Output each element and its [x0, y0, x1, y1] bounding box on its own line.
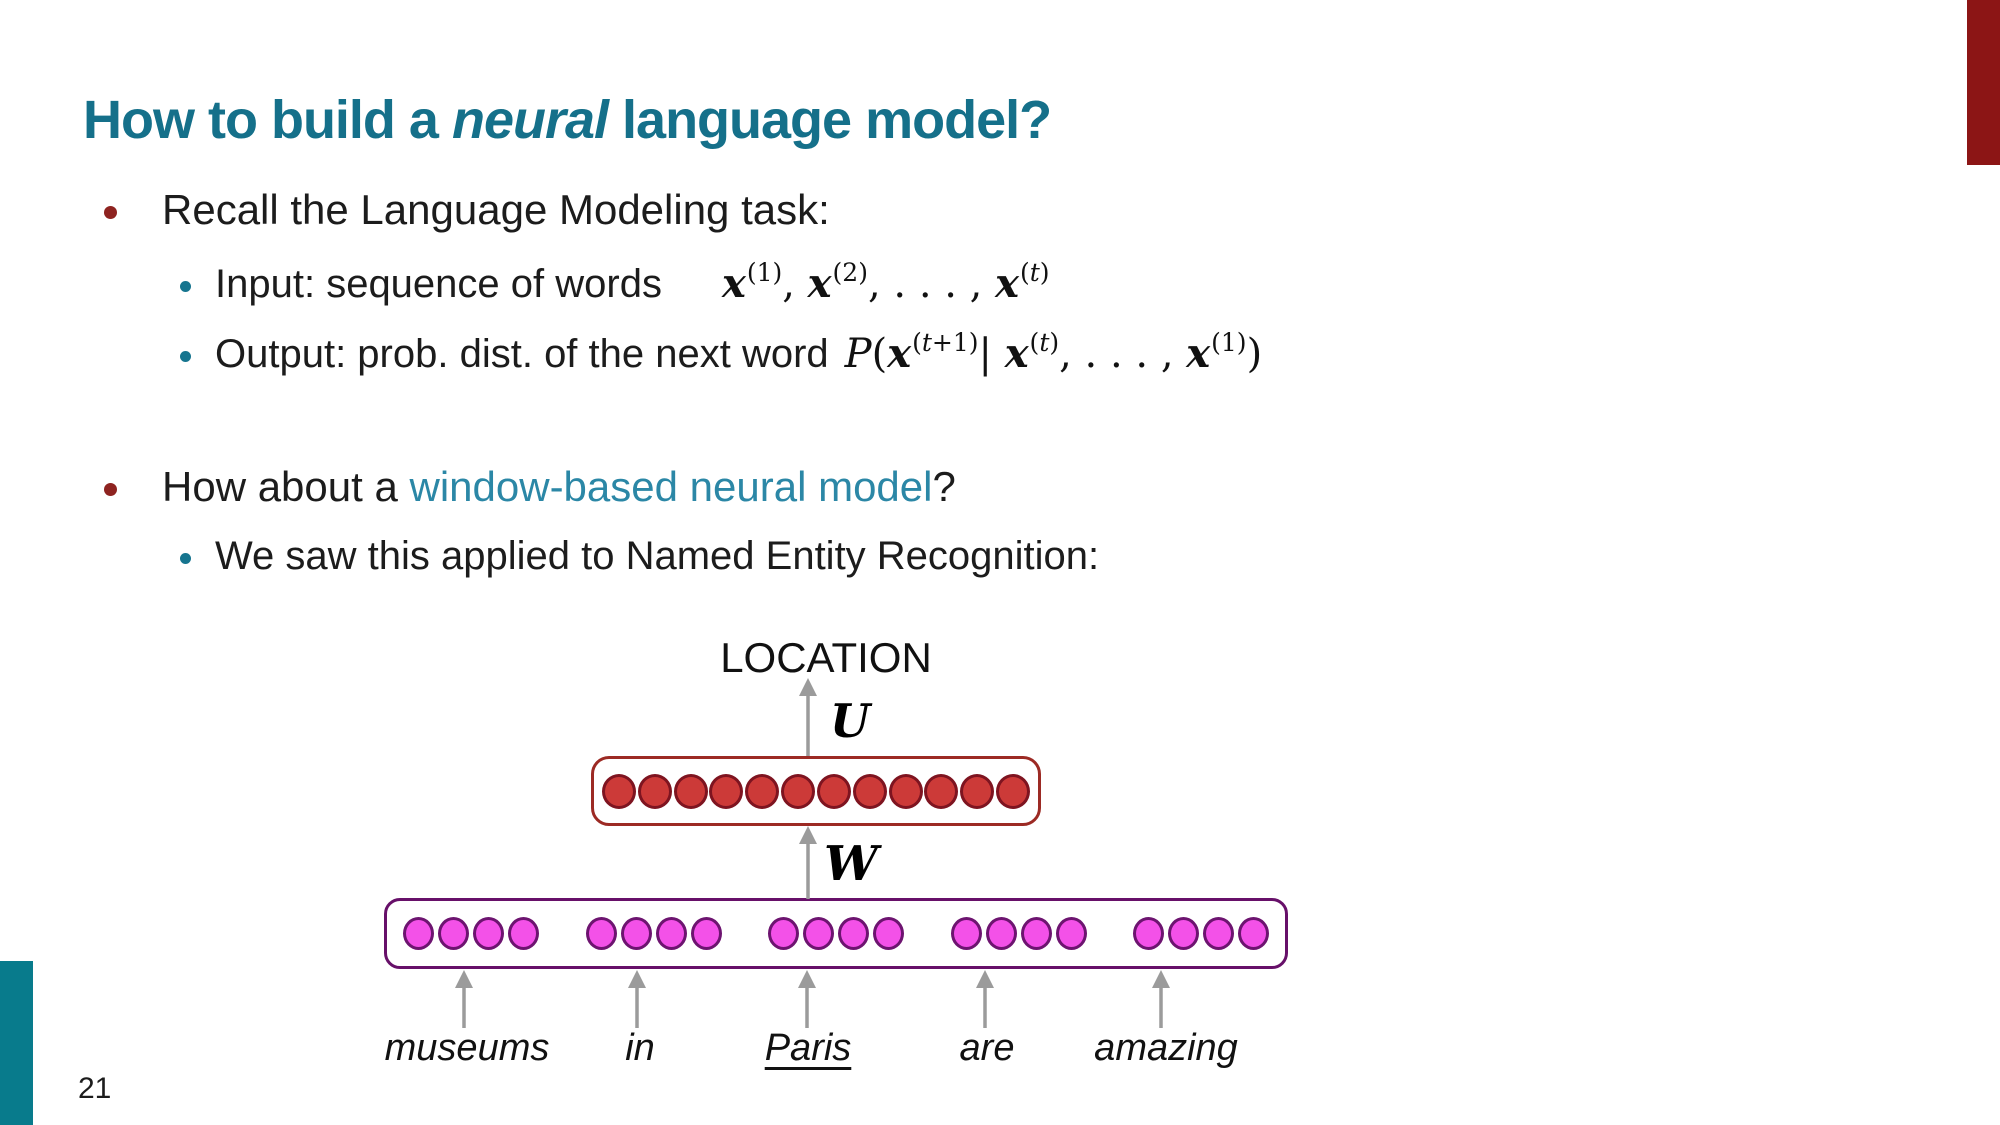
bullet-how-text: How about a window-based neural model? [162, 462, 956, 512]
arrow-word-to-input [798, 970, 816, 1028]
input-unit [1020, 917, 1052, 950]
hidden-unit [781, 773, 816, 809]
bullet-input-label: Input: sequence of words [215, 262, 662, 306]
math-superscript: (2) [832, 258, 868, 287]
math-next-word-probability: P(x(t+1)| x(t), . . . , x(1)) [844, 328, 1263, 377]
bullet-dot [180, 350, 191, 362]
page-number: 21 [78, 1072, 112, 1105]
hidden-unit [888, 773, 923, 809]
bullet-recall-label: Recall the Language Modeling task: [162, 186, 830, 233]
how-highlight: window-based neural model [409, 463, 933, 510]
math-function: P [844, 331, 872, 377]
word-are: are [959, 1027, 1015, 1069]
hidden-layer-box [591, 756, 1041, 826]
bullet-dot [104, 205, 117, 219]
input-unit [873, 917, 904, 950]
input-unit [1238, 917, 1269, 950]
bullet-ner: We saw this applied to Named Entity Reco… [180, 532, 1099, 580]
bullet-dot [180, 280, 191, 292]
math-superscript: (t) [1029, 328, 1060, 357]
arrow-word-to-input [1152, 970, 1170, 1028]
title-suffix: language model? [608, 90, 1052, 151]
weight-matrix-u-label: U [830, 694, 871, 748]
hidden-unit [960, 773, 995, 809]
hidden-unit [852, 773, 887, 809]
input-unit [473, 917, 504, 950]
input-word-group [585, 917, 722, 950]
arrow-word-to-input [976, 970, 994, 1028]
input-word-group [950, 917, 1087, 950]
hidden-unit [673, 773, 708, 809]
input-unit [508, 917, 539, 950]
hidden-unit [709, 773, 744, 809]
math-input-sequence: x(1), x(2), . . . , x(t) [721, 258, 1050, 307]
math-variable: x [1186, 330, 1211, 377]
input-unit [803, 917, 834, 950]
bullet-window-based: How about a window-based neural model? [104, 462, 956, 512]
input-embedding-box [384, 898, 1288, 969]
title-prefix: How to build a [83, 90, 452, 151]
input-word-group [768, 917, 904, 950]
math-superscript: (1) [746, 258, 783, 287]
input-unit [438, 917, 469, 950]
hidden-unit [996, 773, 1031, 809]
input-unit [768, 917, 799, 950]
hidden-unit [745, 773, 780, 809]
accent-bar-top-right [1967, 0, 2000, 165]
bullet-output-label: Output: prob. dist. of the next word [215, 332, 829, 376]
arrow-word-to-input [455, 970, 473, 1028]
how-prefix: How about a [162, 463, 410, 510]
arrow-hidden-to-output [799, 678, 817, 756]
input-unit [1168, 917, 1199, 950]
math-variable: x [995, 260, 1019, 307]
hidden-unit [816, 773, 851, 809]
page-title: How to build a neural language model? [83, 88, 1052, 153]
diagram-output-class-label: LOCATION [720, 634, 932, 681]
input-unit [403, 917, 434, 950]
math-variable: x [1004, 330, 1029, 377]
bullet-input: Input: sequence of words x(1), x(2), . .… [180, 260, 1050, 308]
input-unit [690, 917, 722, 950]
math-superscript: (t) [1019, 258, 1050, 287]
arrow-word-to-input [628, 970, 646, 1028]
how-suffix: ? [932, 463, 956, 510]
hidden-unit [924, 773, 959, 809]
bullet-ner-label: We saw this applied to Named Entity Reco… [215, 534, 1100, 578]
word-in: in [625, 1027, 655, 1069]
accent-bar-bottom-left [0, 961, 33, 1125]
word-amazing: amazing [1094, 1027, 1238, 1069]
math-variable: x [807, 260, 832, 307]
math-variable: x [721, 260, 746, 307]
input-unit [1203, 917, 1234, 950]
bullet-output: Output: prob. dist. of the next word P(x… [180, 330, 1262, 378]
title-emphasis: neural [451, 90, 609, 151]
word-paris: Paris [764, 1027, 852, 1069]
input-unit [950, 917, 982, 950]
word-museums: museums [384, 1027, 550, 1069]
arrow-input-to-hidden [799, 826, 817, 899]
math-superscript: (1) [1211, 328, 1247, 357]
weight-matrix-w-label: W [824, 836, 878, 892]
hidden-unit [601, 773, 636, 809]
input-unit [585, 917, 617, 950]
input-word-group [1133, 917, 1269, 950]
bullet-dot [104, 482, 117, 496]
math-superscript: (t+1) [912, 328, 979, 357]
input-unit [1055, 917, 1087, 950]
bullet-dot [180, 552, 191, 564]
input-unit [985, 917, 1017, 950]
input-unit [838, 917, 869, 950]
input-unit [655, 917, 687, 950]
hidden-unit [637, 773, 672, 809]
bullet-recall-task: Recall the Language Modeling task: [104, 185, 830, 235]
input-word-group [403, 917, 539, 950]
input-unit [1133, 917, 1164, 950]
input-unit [620, 917, 652, 950]
math-variable: x [887, 330, 912, 377]
